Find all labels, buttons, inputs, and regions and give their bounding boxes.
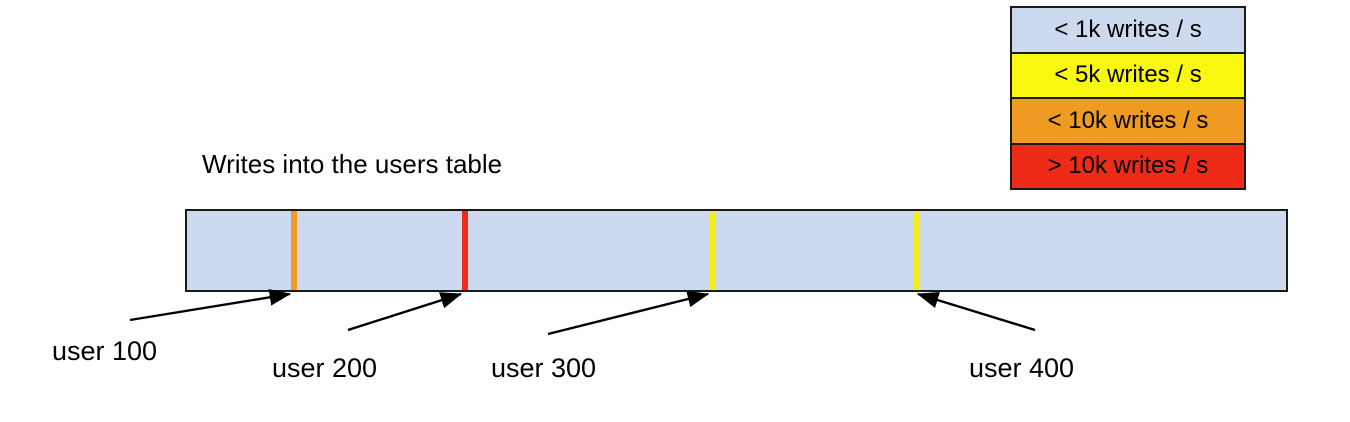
legend-label-under-1k: < 1k writes / s [1054,15,1202,43]
legend-label-under-5k: < 5k writes / s [1054,61,1202,89]
user-100-arrow [129,288,292,322]
user-100-stripe [291,211,297,290]
user-200-arrow [347,292,463,332]
legend-row-over-10k: > 10k writes / s [1012,144,1244,188]
callout-label-user-200: user 200 [272,353,378,383]
writes-legend: < 1k writes / s < 5k writes / s < 10k wr… [1010,6,1246,190]
callout-label-user-400: user 400 [969,353,1075,383]
legend-row-under-5k: < 5k writes / s [1012,53,1244,99]
user-300-stripe [710,211,716,290]
users-table-bar [185,209,1288,292]
user-400-stripe [913,211,919,290]
user-400-arrow [916,291,1036,332]
legend-row-under-10k: < 10k writes / s [1012,99,1244,145]
legend-row-under-1k: < 1k writes / s [1012,8,1244,54]
legend-label-under-10k: < 10k writes / s [1047,106,1209,134]
callout-label-user-100: user 100 [52,336,158,366]
user-300-arrow [547,290,710,336]
chart-title: Writes into the users table [202,149,503,179]
legend-label-over-10k: > 10k writes / s [1047,152,1209,180]
user-200-stripe [462,211,468,290]
callout-label-user-300: user 300 [491,353,597,383]
